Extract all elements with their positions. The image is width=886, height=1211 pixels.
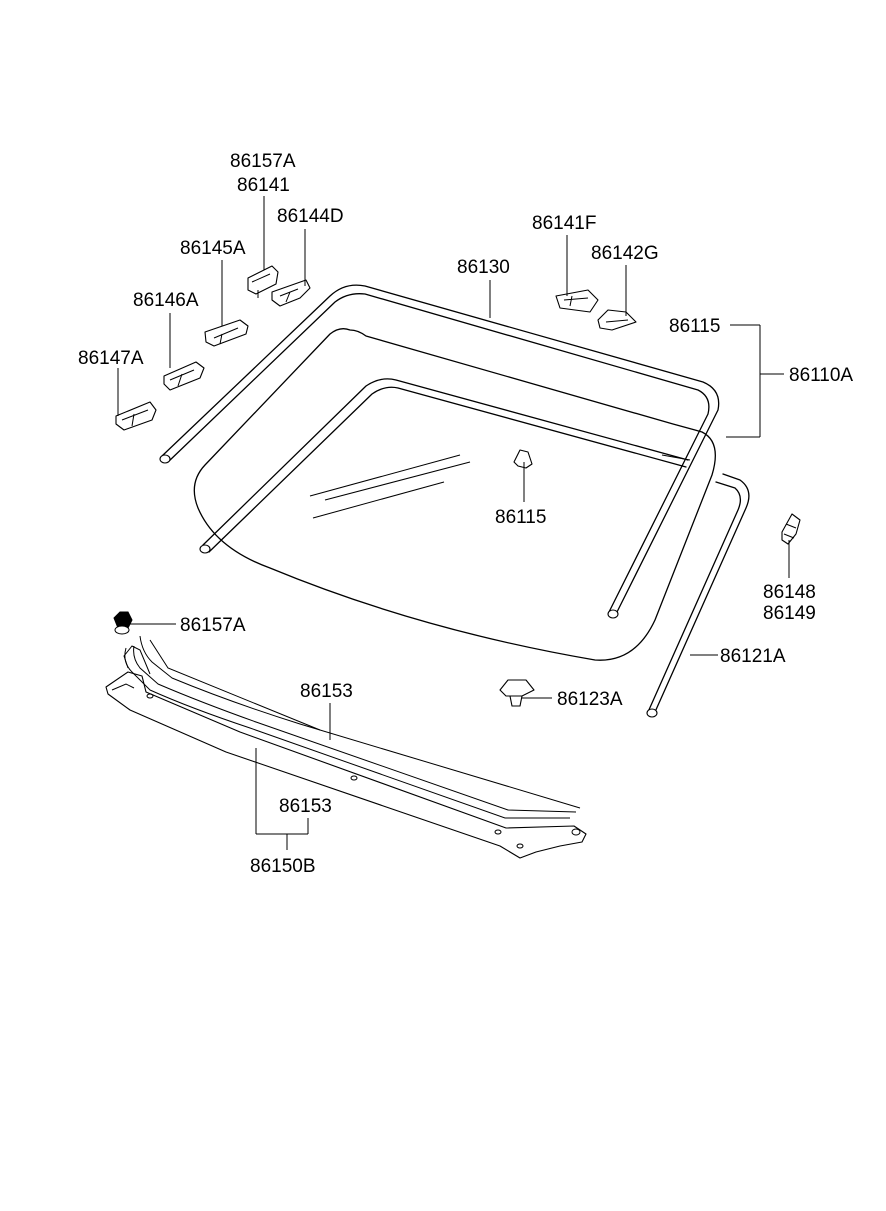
label-86142G: 86142G <box>591 243 659 264</box>
label-86157A-left: 86157A <box>180 615 246 636</box>
windshield-glass <box>193 328 716 661</box>
clip-86142G <box>597 309 637 331</box>
side-molding-86121A <box>646 473 750 718</box>
label-86153-upper: 86153 <box>300 681 353 702</box>
label-86123A: 86123A <box>557 689 623 710</box>
label-86146A: 86146A <box>133 290 199 311</box>
label-86145A: 86145A <box>180 238 246 259</box>
label-86110A: 86110A <box>789 365 853 386</box>
molding-86130 <box>159 284 720 619</box>
clip-86123A <box>499 679 535 707</box>
label-86150B: 86150B <box>250 856 316 877</box>
part-labels: 86157A 86141 86144D 86145A 86146A 86147A… <box>78 151 853 877</box>
leader-lines <box>117 196 790 850</box>
cowl-panel-86150B <box>105 635 587 859</box>
label-86153-lower: 86153 <box>279 796 332 817</box>
clip-86115-center <box>513 449 533 469</box>
label-86149: 86149 <box>763 603 816 624</box>
label-86148: 86148 <box>763 582 816 603</box>
clip-86146A <box>163 361 205 391</box>
label-86130: 86130 <box>457 257 510 278</box>
clip-86147A <box>115 401 157 431</box>
clip-86145A <box>204 319 249 347</box>
label-86115-center: 86115 <box>495 507 546 528</box>
label-86141F: 86141F <box>532 213 596 234</box>
label-86121A: 86121A <box>720 646 786 667</box>
label-86144D: 86144D <box>277 206 344 227</box>
label-86141: 86141 <box>237 175 290 196</box>
molding-inner <box>199 378 689 554</box>
clip-86148 <box>781 513 801 545</box>
nut-86157A <box>113 611 133 635</box>
label-86147A: 86147A <box>78 348 144 369</box>
clip-86141F <box>555 289 599 313</box>
clip-86141 <box>247 265 279 298</box>
clip-86144D <box>271 279 311 307</box>
label-86157A-top: 86157A <box>230 151 296 172</box>
label-86115-right: 86115 <box>669 316 720 337</box>
